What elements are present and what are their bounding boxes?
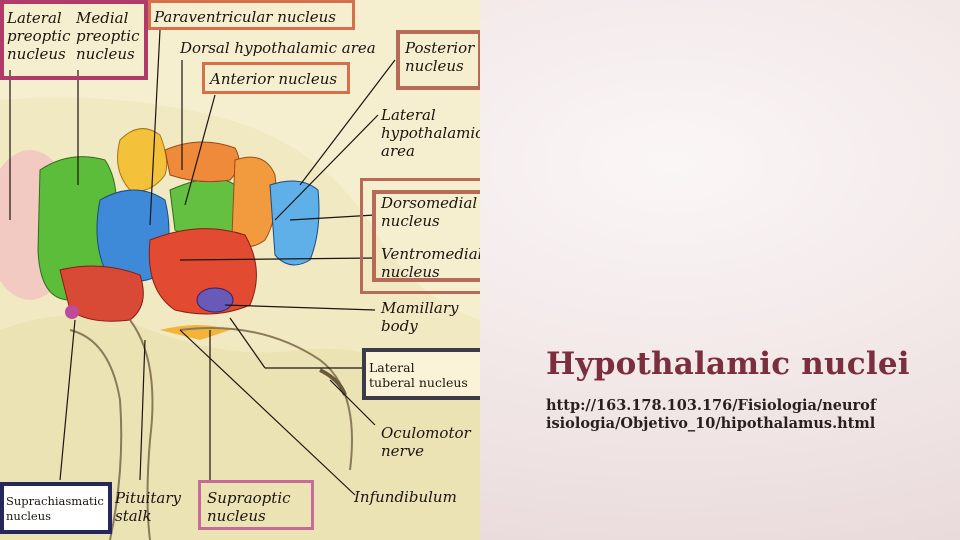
pituitary-label: Pituitary stalk <box>115 489 181 525</box>
lateral-preoptic-label: Lateral preoptic nucleus <box>7 9 71 63</box>
lateral-tuberal-box <box>362 348 480 400</box>
lateral-hypothalamic-label: Lateral hypothalamic area <box>381 106 480 160</box>
oculomotor-label: Oculomotor nerve <box>381 424 471 460</box>
dorsal-hypothalamic-label: Dorsal hypothalamic area <box>180 39 376 57</box>
lateral-tuberal-label: Lateral tuberal nucleus <box>369 360 468 390</box>
suprachiasmatic-box <box>0 482 112 534</box>
anterior-box <box>202 62 350 94</box>
dorsomedial-ventromedial-inner-box <box>372 190 480 282</box>
medial-preoptic-label: Medial preoptic nucleus <box>76 9 140 63</box>
dorsomedial-ventromedial-box <box>360 178 480 294</box>
paraventricular-box <box>148 0 355 30</box>
anterior-label: Anterior nucleus <box>210 70 338 88</box>
source-link[interactable]: http://163.178.103.176/Fisiologia/neurof… <box>546 397 877 432</box>
brain-anatomy-drawing <box>0 29 480 540</box>
suprachiasmatic-label: Suprachiasmatic nucleus <box>6 494 104 523</box>
posterior-label: Posterior nucleus <box>405 39 475 75</box>
slide-title: Hypothalamic nuclei <box>546 346 910 382</box>
dorsomedial-label: Dorsomedial nucleus <box>381 194 478 230</box>
ventromedial-label: Ventromedial nucleus <box>381 245 480 281</box>
mamillary-label: Mamillary body <box>381 299 459 335</box>
supraoptic-box <box>198 480 314 530</box>
posterior-box <box>396 30 480 90</box>
infundibulum-label: Infundibulum <box>354 488 457 506</box>
hypothalamus-illustration: Lateral preoptic nucleus Medial preoptic… <box>0 0 480 540</box>
preoptic-box <box>0 0 148 80</box>
supraoptic-label: Supraoptic nucleus <box>207 489 291 525</box>
paraventricular-label: Paraventricular nucleus <box>154 8 336 26</box>
